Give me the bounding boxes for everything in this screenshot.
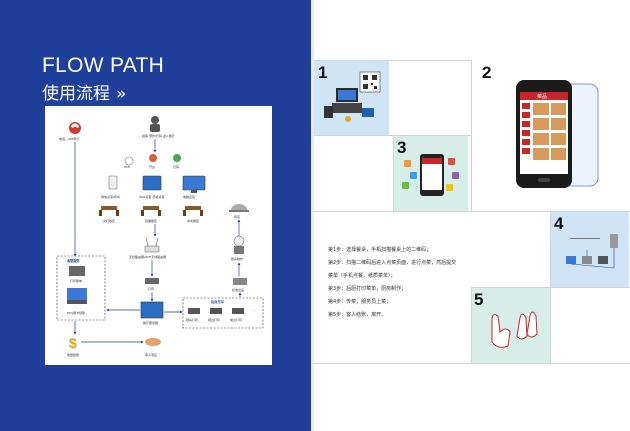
hands-icon [491,311,538,348]
panel-divider [311,0,314,431]
printer-icon [324,106,333,118]
wechat-order-label: 微信点菜/呼叫 [101,194,120,199]
step-line-4: 第3步：后厨打印菜单，厨房制作； [328,286,407,292]
tablet-icon [142,175,162,191]
flow-path-title: FLOW PATH [42,54,165,77]
card-pay-label: POS刷卡结账 [67,310,85,315]
scan-label: 扫码 [173,164,179,169]
app-phone-illustration [402,154,459,196]
smartphones-illustration: 菜品 [516,80,599,188]
grid-line [550,211,551,363]
step-line-5: 第4步：传菜，服务员上菜； [328,299,392,305]
phone-call-label: 电话、APP预订 [59,136,80,141]
flow-arrows [73,139,242,344]
customer-label: 顾客 预约/扫码 进入餐厅 [142,133,175,138]
app-icons [402,158,459,191]
dollar-icon: $ [69,335,77,351]
router-icon [144,237,160,253]
checkout-label: 客人离店 [145,352,157,357]
kitchen-label: 开台 [149,164,155,169]
table-c-label: 中央餐区 [187,218,199,223]
svg-text:$: $ [69,335,77,351]
customer-icon [150,116,160,132]
step-number-3: 3 [397,138,407,157]
wifi-icon [124,156,134,166]
step-line-6: 第5步：客人结账，离开。 [328,312,387,318]
pos-terminal-illustration [324,71,381,122]
scan-icon [173,154,181,162]
kitchen-icon [149,154,157,162]
left-panel: FLOW PATH 使用流程 » 电话、APP预订 顾客 预约/扫码 进入餐厅 [0,0,311,431]
grid-line [471,287,472,363]
flow-diagram-svg: 电话、APP预订 顾客 预约/扫码 进入餐厅 WiFi 开台 扫码 微信点菜/呼… [56,116,264,357]
chef-label: 厨房制作 [231,256,243,261]
wifi-label: WiFi [124,165,130,169]
handshake-icon [145,338,161,346]
pc-order-label: 电脑点菜 [183,194,195,199]
backend-print-label: 后台打印 [211,299,224,304]
step-number-4: 4 [554,214,564,233]
table-a-icon [99,206,119,216]
server-icon [140,301,164,319]
flow-diagram: 电话、APP预订 顾客 预约/扫码 进入餐厅 WiFi 开台 扫码 微信点菜/呼… [45,106,272,365]
mobile-phone-icon [108,175,118,190]
network-illustration [566,234,618,269]
payment-label: 收银结账 [67,352,79,357]
cashier-printer-icon [232,308,244,314]
printer-label: 打印 [148,286,154,291]
step-line-3: 菜单（手机点餐，纸质菜单）； [328,273,396,279]
bar-print-label: 吧台打印 [208,317,220,322]
serve-label: 传菜 [234,214,240,219]
grid-line [314,211,630,212]
card-reader-icon [362,108,374,117]
chef-icon [233,235,245,254]
table-b-label: 包厢餐区 [145,218,157,223]
grid-line [314,135,471,136]
steps-text: 第1步：选择餐桌，手机扫描餐桌上的二维码； 第2步：扫描二维码后进入点菜页面，进… [328,244,478,322]
subtitle-text: 使用流程 [42,84,110,104]
backend-print-box [182,297,264,329]
cashier-print-label: 前台打印 [230,317,242,322]
pc-icon [182,175,206,193]
table-a-label: 文打餐区 [103,218,115,223]
phone-call-icon [69,122,81,134]
tile-step-4 [550,211,629,287]
table-b-icon [141,206,161,216]
ticket-printer-icon [233,278,247,285]
step-line-1: 第1步：选择餐桌，手机扫描餐桌上的二维码； [328,247,432,253]
pos-terminal-icon [67,288,87,304]
right-panel: 1 2 3 4 5 菜品 [314,0,630,431]
printer-icon [145,278,159,284]
step-number-1: 1 [318,63,328,82]
grid-line [393,135,394,211]
app-title: 菜品 [537,93,547,100]
step-line-2: 第2步：扫描二维码后进入点菜页面，进行点菜，然后提交 [328,260,457,266]
cash-register-icon [332,103,362,113]
grid-line [314,60,471,61]
ellipsis: … [252,308,255,312]
kitchen-print-label: 厨房打印 [186,317,198,322]
table-c-icon [183,206,203,216]
cash-center-label: 收银服务 [67,258,81,263]
receipt-printer-icon [69,266,85,276]
serving-cloche-icon [229,204,249,212]
bar-printer-icon [210,308,222,314]
print-bill-label: 打印账单 [70,278,82,283]
double-chevron-icon: » [116,84,127,104]
grid-line [314,363,630,364]
standard-ticket-label: 标准出品 [232,287,244,292]
grid-line [471,60,472,211]
table-order-label: Web点菜 手机点菜 [139,194,165,199]
router-label: 无线路由器/WiFi无线路由器 [129,254,166,259]
flow-path-subtitle: 使用流程 » [42,79,126,104]
step-number-5: 5 [474,290,484,309]
step-number-2: 2 [482,63,492,82]
kitchen-printer-icon [188,308,200,314]
server-label: 餐厅服务器 [143,320,158,325]
